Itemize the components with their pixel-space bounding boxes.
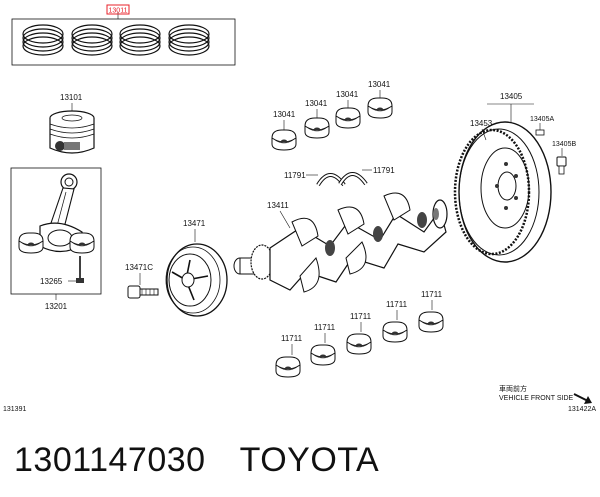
rod-bearing-4-label: 13041 [368, 80, 391, 89]
thrust-washer-right[interactable]: 11791 [338, 166, 395, 186]
rod-bearing-2-label: 13041 [305, 99, 328, 108]
part-number: 1301147030 [14, 440, 206, 479]
pulley-bolt[interactable]: 13471C [125, 263, 159, 299]
crankshaft-label: 13411 [267, 201, 289, 210]
main-bearing-3-label: 11711 [350, 312, 372, 321]
pulley-label: 13471 [183, 219, 206, 228]
main-bearing-4[interactable]: 11711 [382, 300, 408, 343]
rod-bearing-3-label: 13041 [336, 90, 359, 99]
pulley-bolt-label: 13471C [125, 263, 153, 272]
crankshaft-pulley[interactable]: 13471 [165, 219, 228, 317]
main-bearing-5-label: 11711 [421, 290, 443, 299]
ring-gear-label: 13453 [470, 119, 493, 128]
direction-en-text: VEHICLE FRONT SIDE [499, 395, 573, 402]
rod-bearing-4[interactable]: 13041 [367, 80, 393, 119]
flywheel-label: 13405 [500, 92, 523, 101]
flywheel-bolt-label: 13405B [552, 141, 576, 148]
flywheel-pin[interactable]: 13405A [530, 116, 554, 136]
main-bearing-5[interactable]: 11711 [418, 290, 444, 333]
connecting-rod-label: 13201 [45, 302, 68, 311]
flywheel-assy[interactable]: 13405 [458, 92, 552, 263]
main-bearing-4-label: 11711 [386, 300, 408, 309]
rod-bearing-3[interactable]: 13041 [335, 90, 361, 129]
main-bearing-3[interactable]: 11711 [346, 312, 372, 355]
parts-diagram: 13011 13101 13201 [3, 4, 596, 413]
figure-code-left: 131391 [3, 406, 26, 413]
vehicle-front-indicator: 車両前方 VEHICLE FRONT SIDE [499, 384, 592, 404]
thrust-washer-right-label: 11791 [373, 166, 395, 175]
piston[interactable]: 13101 [49, 93, 95, 154]
crankshaft[interactable]: 13411 [233, 192, 448, 293]
main-bearing-1-label: 11711 [281, 334, 303, 343]
brand-name: TOYOTA [239, 440, 380, 479]
rod-bearing-1-label: 13041 [273, 110, 296, 119]
main-bearing-2[interactable]: 11711 [310, 323, 336, 366]
piston-label: 13101 [60, 93, 83, 102]
caption-bar: 1301147030 TOYOTA [14, 430, 379, 490]
ring-gear[interactable]: 13453 [453, 119, 531, 256]
main-bearing-1[interactable]: 11711 [275, 334, 303, 378]
connecting-rod-assy[interactable]: 13201 13265 [10, 167, 102, 311]
flywheel-bolt[interactable]: 13405B [552, 141, 576, 175]
thrust-washer-left[interactable]: 11791 [284, 171, 346, 187]
direction-jp-text: 車両前方 [499, 384, 527, 393]
arrow-icon [584, 396, 592, 404]
rod-bearing-1[interactable]: 13041 [271, 110, 297, 151]
figure-code-right: 131422A [568, 406, 596, 413]
piston-ring-set[interactable]: 13011 [11, 4, 236, 66]
rod-bearing-2[interactable]: 13041 [304, 99, 330, 139]
piston-ring-set-label: 13011 [109, 8, 128, 15]
flywheel-pin-label: 13405A [530, 116, 554, 123]
main-bearing-2-label: 11711 [314, 323, 336, 332]
thrust-washer-left-label: 11791 [284, 171, 306, 180]
rod-bolt-label: 13265 [40, 277, 63, 286]
